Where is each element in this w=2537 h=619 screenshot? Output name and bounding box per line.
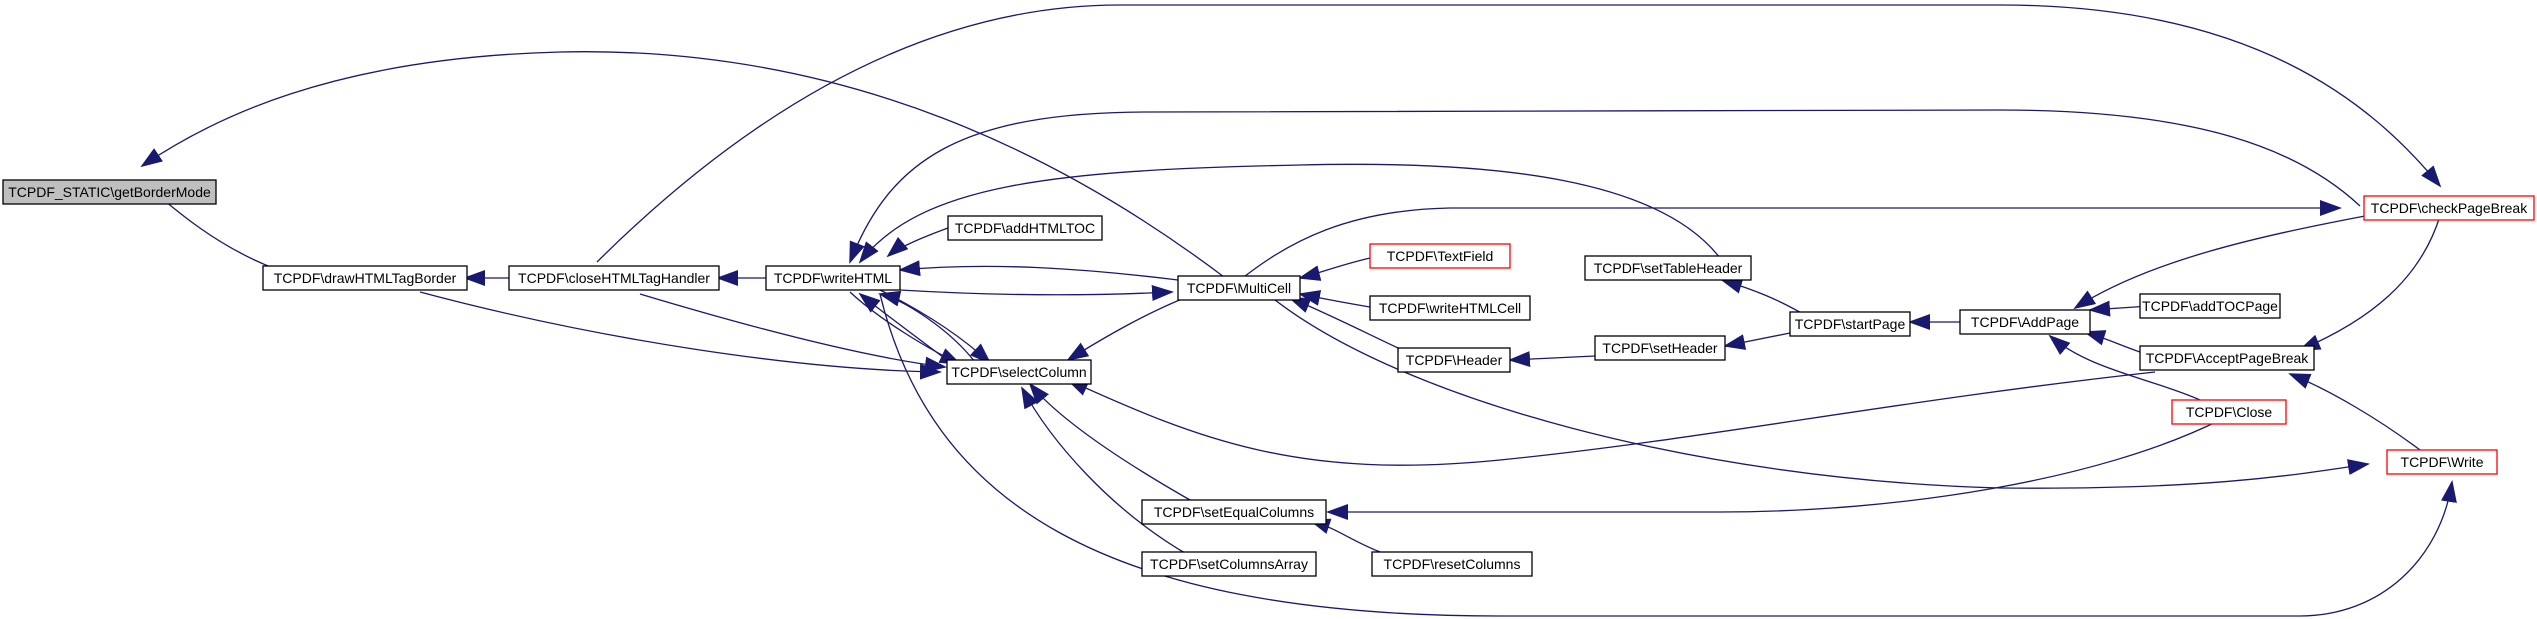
node-label: TCPDF\Close bbox=[2186, 404, 2273, 420]
node-setTableHeader[interactable]: TCPDF\setTableHeader bbox=[1584, 255, 1752, 281]
node-label: TCPDF\setColumnsArray bbox=[1150, 556, 1308, 572]
node-root[interactable]: TCPDF_STATIC\getBorderMode bbox=[2, 179, 217, 205]
node-box bbox=[1177, 275, 1301, 301]
node-addHTMLTOC[interactable]: TCPDF\addHTMLTOC bbox=[947, 215, 1103, 241]
node-setColumnsArray[interactable]: TCPDF\setColumnsArray bbox=[1141, 551, 1317, 577]
node-label: TCPDF\startPage bbox=[1795, 316, 1906, 332]
node-box bbox=[2363, 195, 2535, 221]
edge-checkPageBreak-to-AddPage bbox=[2073, 215, 2366, 310]
edge-MultiCell-to-Write bbox=[1269, 295, 2370, 489]
edge-Close-to-AddPage bbox=[2048, 334, 2201, 401]
node-label: TCPDF\setTableHeader bbox=[1594, 260, 1743, 276]
edge-setHeader-to-Header bbox=[1508, 351, 1596, 368]
nodes: TCPDF_STATIC\getBorderModeTCPDF\drawHTML… bbox=[2, 179, 2535, 577]
edge-MultiCell-to-root bbox=[140, 51, 1229, 281]
node-label: TCPDF\AcceptPageBreak bbox=[2146, 350, 2310, 366]
edge-Close-to-setEqualColumns bbox=[1326, 419, 2221, 520]
edge-MultiCell-to-checkPageBreak bbox=[1239, 200, 2342, 281]
node-box bbox=[2171, 399, 2287, 425]
node-resetColumns[interactable]: TCPDF\resetColumns bbox=[1371, 551, 1533, 577]
node-box bbox=[2, 179, 217, 205]
node-label: TCPDF\closeHTMLTagHandler bbox=[518, 270, 710, 286]
node-writeHTML[interactable]: TCPDF\writeHTML bbox=[765, 265, 901, 291]
node-label: TCPDF\addHTMLTOC bbox=[955, 220, 1095, 236]
node-label: TCPDF\resetColumns bbox=[1384, 556, 1521, 572]
node-box bbox=[765, 265, 901, 291]
node-label: TCPDF\AddPage bbox=[1971, 314, 2079, 330]
node-label: TCPDF\Header bbox=[1406, 352, 1503, 368]
node-label: TCPDF\setHeader bbox=[1602, 340, 1717, 356]
node-label: TCPDF\Write bbox=[2401, 454, 2484, 470]
node-label: TCPDF\drawHTMLTagBorder bbox=[274, 270, 457, 286]
node-box bbox=[2139, 345, 2315, 371]
node-box bbox=[1369, 295, 1531, 321]
node-box bbox=[1371, 551, 1533, 577]
node-box bbox=[2386, 449, 2498, 475]
edge-startPage-to-setHeader bbox=[1723, 332, 1791, 350]
node-startPage[interactable]: TCPDF\startPage bbox=[1789, 311, 1911, 337]
edge-MultiCell-to-writeHTML bbox=[898, 260, 1179, 281]
edge-writeHTML-to-selectColumn-a bbox=[849, 291, 962, 365]
node-box bbox=[2139, 293, 2281, 319]
edge-closeHTMLTagHandler-to-selectColumn bbox=[639, 293, 947, 373]
node-label: TCPDF\setEqualColumns bbox=[1154, 504, 1314, 520]
node-setEqualColumns[interactable]: TCPDF\setEqualColumns bbox=[1141, 499, 1327, 525]
node-MultiCell[interactable]: TCPDF\MultiCell bbox=[1177, 275, 1301, 301]
node-box bbox=[947, 215, 1103, 241]
edge-writeHTML-to-MultiCell bbox=[899, 284, 1174, 301]
edge-setTableHeader-to-writeHTML bbox=[858, 163, 1721, 264]
edge-writeHTMLCell-to-MultiCell bbox=[1298, 290, 1371, 308]
edge-TextField-to-MultiCell bbox=[1298, 257, 1371, 281]
node-AcceptPageBreak[interactable]: TCPDF\AcceptPageBreak bbox=[2139, 345, 2315, 371]
node-label: TCPDF\writeHTMLCell bbox=[1379, 300, 1521, 316]
node-box bbox=[1959, 309, 2091, 335]
node-label: TCPDF\writeHTML bbox=[774, 270, 892, 286]
node-Write[interactable]: TCPDF\Write bbox=[2386, 449, 2498, 475]
node-box bbox=[1594, 335, 1726, 361]
node-writeHTMLCell[interactable]: TCPDF\writeHTMLCell bbox=[1369, 295, 1531, 321]
edge-closeHTMLTagHandler-to-checkPageBreak bbox=[596, 4, 2442, 263]
edge-selectColumn-to-writeHTML-b bbox=[878, 290, 976, 363]
node-label: TCPDF_STATIC\getBorderMode bbox=[8, 184, 211, 200]
node-AddPage[interactable]: TCPDF\AddPage bbox=[1959, 309, 2091, 335]
edge-checkPageBreak-to-AcceptPageBreak bbox=[2298, 215, 2441, 351]
edge-addHTMLTOC-to-writeHTML bbox=[886, 227, 949, 258]
node-drawHTMLTagBorder[interactable]: TCPDF\drawHTMLTagBorder bbox=[262, 265, 468, 291]
node-TextField[interactable]: TCPDF\TextField bbox=[1369, 243, 1511, 269]
node-box bbox=[262, 265, 468, 291]
edge-checkPageBreak-to-writeHTML bbox=[849, 109, 2361, 264]
node-box bbox=[1584, 255, 1752, 281]
edge-AcceptPageBreak-to-selectColumn bbox=[1066, 371, 2156, 466]
edge-AcceptPageBreak-to-AddPage bbox=[2083, 330, 2141, 353]
node-box bbox=[1789, 311, 1911, 337]
node-box bbox=[1369, 243, 1511, 269]
node-closeHTMLTagHandler[interactable]: TCPDF\closeHTMLTagHandler bbox=[508, 265, 720, 291]
node-setHeader[interactable]: TCPDF\setHeader bbox=[1594, 335, 1726, 361]
node-box bbox=[946, 359, 1092, 385]
node-label: TCPDF\MultiCell bbox=[1187, 280, 1291, 296]
node-Header[interactable]: TCPDF\Header bbox=[1397, 347, 1511, 373]
node-box bbox=[508, 265, 720, 291]
node-label: TCPDF\TextField bbox=[1387, 248, 1494, 264]
edge-setEqualColumns-to-selectColumn bbox=[1028, 382, 1191, 501]
node-label: TCPDF\selectColumn bbox=[951, 364, 1086, 380]
node-box bbox=[1397, 347, 1511, 373]
node-Close[interactable]: TCPDF\Close bbox=[2171, 399, 2287, 425]
edge-setColumnsArray-to-selectColumn bbox=[1021, 386, 1191, 557]
edge-drawHTMLTagBorder-to-selectColumn bbox=[419, 291, 942, 380]
node-box bbox=[1141, 499, 1327, 525]
node-box bbox=[1141, 551, 1317, 577]
edge-Write-to-AcceptPageBreak bbox=[2288, 373, 2421, 451]
node-checkPageBreak[interactable]: TCPDF\checkPageBreak bbox=[2363, 195, 2535, 221]
node-selectColumn[interactable]: TCPDF\selectColumn bbox=[946, 359, 1092, 385]
edge-Header-to-MultiCell bbox=[1288, 297, 1399, 349]
edge-writeHTML-to-Write bbox=[879, 293, 2457, 617]
node-label: TCPDF\checkPageBreak bbox=[2371, 200, 2528, 216]
edge-MultiCell-to-selectColumn bbox=[1066, 291, 1201, 362]
edge-resetColumns-to-setEqualColumns bbox=[1308, 518, 1381, 553]
node-addTOCPage[interactable]: TCPDF\addTOCPage bbox=[2139, 293, 2281, 319]
node-label: TCPDF\addTOCPage bbox=[2142, 298, 2278, 314]
edge-writeHTML-to-selectColumn-b bbox=[879, 289, 992, 365]
